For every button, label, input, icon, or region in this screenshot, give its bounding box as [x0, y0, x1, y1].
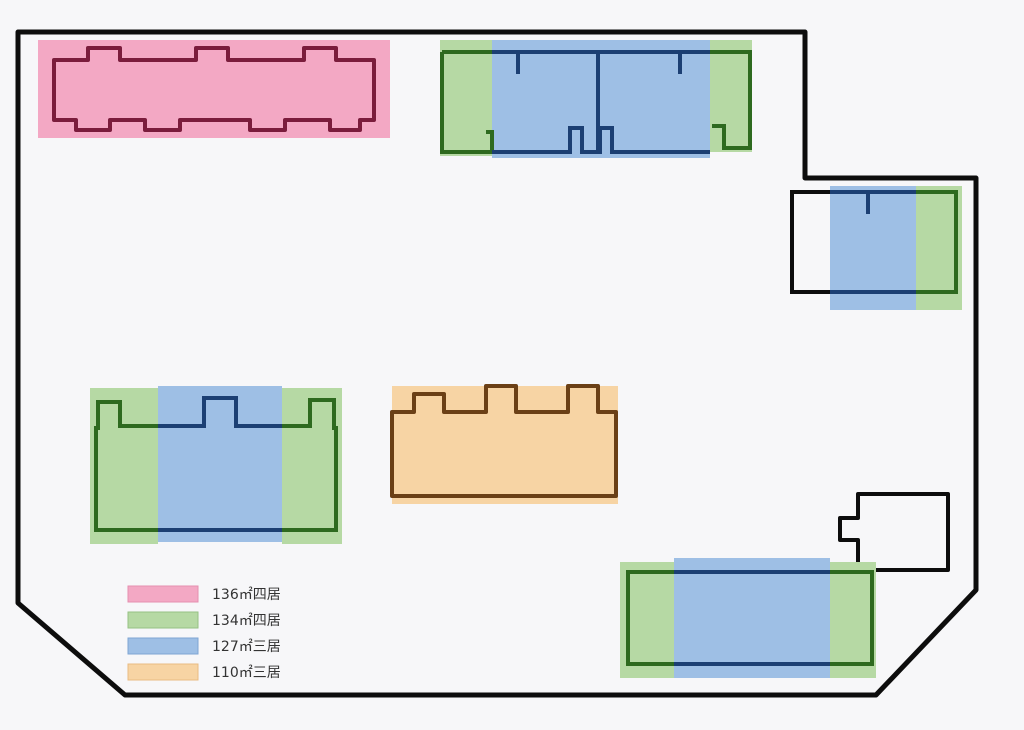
building-bottom-right: [620, 558, 876, 678]
legend-item-127: 127㎡三居: [127, 637, 281, 655]
unit-127-center: [674, 558, 830, 678]
building-outline-center: [158, 396, 282, 532]
building-136-top-left: [38, 40, 390, 138]
building-outline-right: [282, 398, 338, 532]
legend-item-136: 136㎡四居: [127, 585, 281, 603]
building-outline: [52, 46, 376, 132]
unit-127-center: [158, 386, 282, 542]
unit-134-left: [440, 40, 492, 156]
building-outline: [390, 384, 618, 498]
legend-swatch-127: [127, 637, 199, 655]
building-outline-left: [94, 400, 158, 532]
building-outline-center: [674, 570, 830, 666]
legend-swatch-110: [127, 663, 199, 681]
unit-134-right: [710, 40, 752, 152]
unit-110-block: [392, 386, 618, 504]
legend-swatch-136: [127, 585, 199, 603]
legend-swatch-134: [127, 611, 199, 629]
building-outline-left: [626, 570, 674, 666]
legend-item-110: 110㎡三居: [127, 663, 281, 681]
building-outline-right: [830, 570, 874, 666]
building-110-center: [390, 384, 618, 504]
unit-127-right: [830, 186, 916, 310]
building-outline-right: [710, 50, 752, 150]
building-outline: [830, 190, 916, 294]
legend-item-134: 134㎡四居: [127, 611, 281, 629]
vacant-building-outline: [838, 492, 950, 572]
building-right: [790, 186, 962, 310]
building-left-middle: [90, 386, 342, 544]
building-outline-center: [492, 50, 710, 154]
unit-134-left: [90, 388, 158, 544]
vacant-wing-outline: [790, 190, 830, 294]
legend-label-110: 110㎡三居: [212, 665, 281, 681]
legend-label-136: 136㎡四居: [212, 587, 281, 603]
legend-label-127: 127㎡三居: [212, 639, 281, 655]
unit-134-right: [830, 562, 876, 678]
building-outline-green: [916, 190, 958, 294]
building-top-middle: [440, 40, 752, 158]
legend: 136㎡四居 134㎡四居 127㎡三居 110㎡三居: [127, 585, 281, 681]
legend-label-134: 134㎡四居: [212, 613, 281, 629]
